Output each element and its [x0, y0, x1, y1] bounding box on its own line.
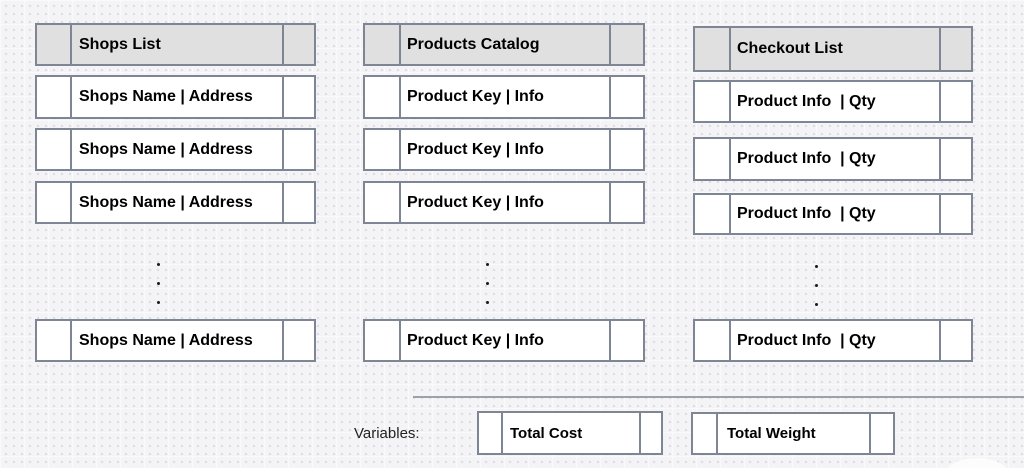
product-row-shape[interactable]: Product Key | Info	[363, 319, 645, 362]
checkout-row-label: Product Info | Qty	[737, 92, 876, 110]
cell-divider	[70, 183, 72, 222]
shops-row-shape[interactable]: Shops Name | Address	[35, 319, 316, 362]
variables-label: Variables:	[354, 425, 420, 442]
shops-row-label: Shops Name | Address	[79, 88, 253, 105]
product-row-label: Product Key | Info	[407, 331, 544, 349]
cell-divider	[729, 139, 731, 179]
products-vertical-ellipsis-icon	[486, 263, 489, 320]
cell-divider	[939, 195, 941, 233]
corner-blob	[944, 458, 1010, 468]
cell-divider	[399, 130, 401, 169]
product-row-shape[interactable]: Product Key | Info	[363, 75, 645, 119]
cell-divider	[869, 414, 871, 453]
checkout-list-title: Checkout List	[737, 40, 843, 57]
total-weight-shape[interactable]: Total Weight	[691, 412, 895, 455]
cell-divider	[70, 77, 72, 117]
shops-vertical-ellipsis-icon	[157, 263, 160, 320]
cell-divider	[70, 25, 72, 64]
shops-list-title: Shops List	[79, 35, 161, 53]
shops-row-label: Shops Name | Address	[79, 331, 253, 349]
checkout-row-label: Product Info | Qty	[737, 205, 876, 222]
checkout-row-shape[interactable]: Product Info | Qty	[693, 193, 973, 235]
cell-divider	[716, 414, 718, 453]
cell-divider	[282, 130, 284, 169]
cell-divider	[501, 413, 503, 453]
cell-divider	[609, 130, 611, 169]
total-cost-shape[interactable]: Total Cost	[477, 411, 663, 455]
cell-divider	[399, 25, 401, 64]
checkout-vertical-ellipsis-icon	[815, 265, 818, 322]
cell-divider	[399, 77, 401, 117]
cell-divider	[729, 321, 731, 360]
cell-divider	[939, 28, 941, 70]
product-row-label: Product Key | Info	[407, 88, 544, 105]
checkout-row-shape[interactable]: Product Info | Qty	[693, 319, 973, 362]
cell-divider	[939, 82, 941, 121]
shops-row-label: Shops Name | Address	[79, 140, 253, 158]
checkout-row-label: Product Info | Qty	[737, 331, 876, 349]
cell-divider	[609, 77, 611, 117]
cell-divider	[609, 183, 611, 222]
shops-row-shape[interactable]: Shops Name | Address	[35, 128, 316, 171]
cell-divider	[282, 25, 284, 64]
cell-divider	[609, 25, 611, 64]
product-row-shape[interactable]: Product Key | Info	[363, 181, 645, 224]
checkout-row-label: Product Info | Qty	[737, 150, 876, 167]
products-catalog-header-shape[interactable]: Products Catalog	[363, 23, 645, 66]
products-catalog-title: Products Catalog	[407, 35, 540, 53]
cell-divider	[729, 82, 731, 121]
cell-divider	[609, 321, 611, 360]
shops-row-shape[interactable]: Shops Name | Address	[35, 181, 316, 224]
cell-divider	[282, 321, 284, 360]
checkout-row-shape[interactable]: Product Info | Qty	[693, 80, 973, 123]
separator-line	[413, 396, 1024, 398]
product-row-label: Product Key | Info	[407, 193, 544, 211]
cell-divider	[282, 77, 284, 117]
cell-divider	[939, 139, 941, 179]
cell-divider	[639, 413, 641, 453]
checkout-list-header-shape[interactable]: Checkout List	[693, 26, 973, 72]
cell-divider	[939, 321, 941, 360]
cell-divider	[729, 195, 731, 233]
cell-divider	[399, 321, 401, 360]
total-cost-label: Total Cost	[510, 424, 583, 442]
cell-divider	[70, 321, 72, 360]
cell-divider	[70, 130, 72, 169]
cell-divider	[282, 183, 284, 222]
cell-divider	[729, 28, 731, 70]
total-weight-label: Total Weight	[727, 425, 816, 442]
product-row-shape[interactable]: Product Key | Info	[363, 128, 645, 171]
checkout-row-shape[interactable]: Product Info | Qty	[693, 137, 973, 181]
shops-row-shape[interactable]: Shops Name | Address	[35, 75, 316, 119]
shops-list-header-shape[interactable]: Shops List	[35, 23, 316, 66]
cell-divider	[399, 183, 401, 222]
product-row-label: Product Key | Info	[407, 140, 544, 158]
shops-row-label: Shops Name | Address	[79, 193, 253, 211]
